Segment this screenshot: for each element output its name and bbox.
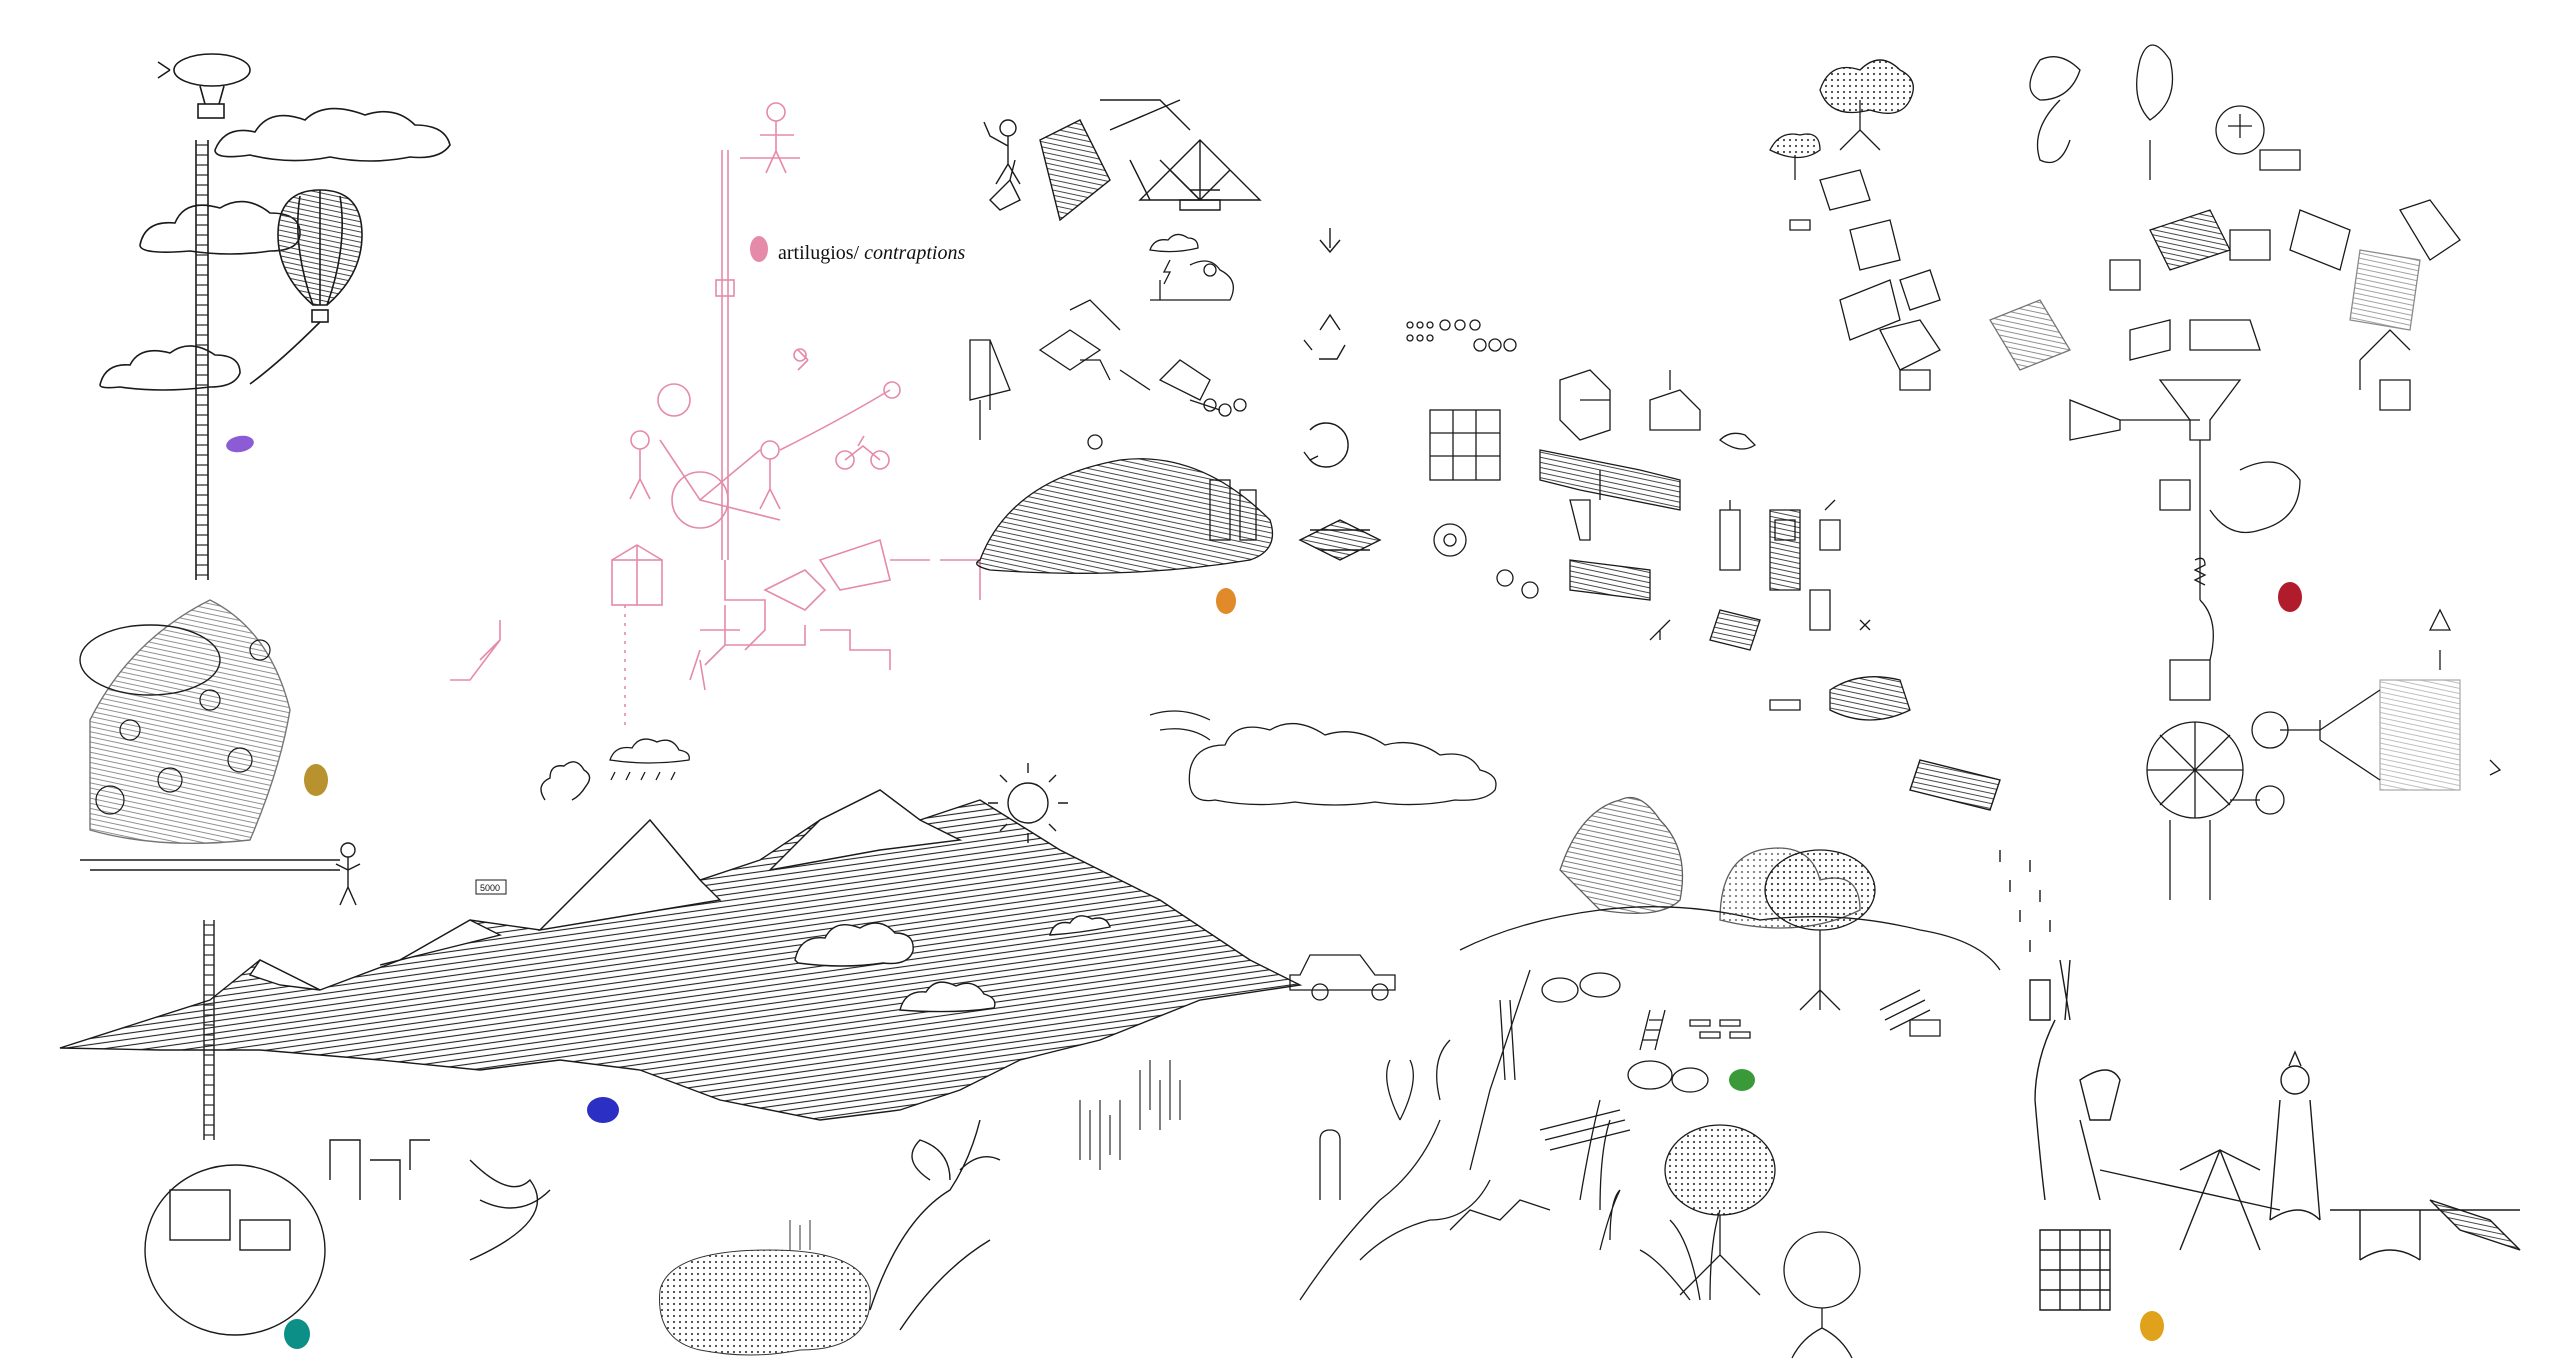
wind-lines	[1149, 710, 1211, 741]
fingerprint-icon	[2278, 582, 2302, 612]
mountain-landscape	[59, 761, 1303, 1121]
recycle-icon	[1303, 313, 1346, 360]
material-sorting	[1406, 319, 1911, 721]
idea-tree	[1769, 44, 2502, 900]
legend-main: artilugios/	[778, 242, 860, 264]
hot-air-balloon-icon	[249, 189, 363, 385]
altitude-tag: 5000	[475, 879, 507, 895]
cloud-middle	[139, 200, 301, 255]
cliff-plants	[869, 1119, 1001, 1331]
fingerprint-icon	[226, 435, 254, 453]
dotted-island	[659, 1220, 871, 1356]
forest-hillside	[1459, 796, 2001, 1171]
fingerprint-icon	[750, 236, 768, 262]
crowd-scene	[79, 599, 361, 906]
car-sketch	[1289, 954, 1396, 1001]
altitude-label: 5000	[480, 883, 500, 893]
bolt-rows	[1406, 319, 1517, 352]
cable-spool	[1433, 523, 1467, 557]
plant-cluster	[1299, 1039, 1861, 1359]
down-arrow-icon	[1319, 228, 1341, 254]
demolition-sketches	[983, 99, 1262, 222]
window-grid	[1429, 409, 1501, 481]
tall-ladder	[195, 140, 209, 580]
legend-italic: contraptions	[864, 242, 966, 264]
pink-contraption	[611, 102, 981, 730]
debris-pile	[976, 434, 1274, 574]
fingerprint-icon	[1216, 588, 1236, 614]
fingerprint-marks	[226, 236, 2302, 1349]
hanging-roots	[1079, 1060, 1181, 1170]
cloud-top	[214, 107, 451, 162]
airship-icon	[157, 53, 251, 119]
cycle-arrows-icon	[1303, 422, 1349, 468]
fingerprint-icon	[1729, 1069, 1755, 1091]
salvaged-parts	[969, 299, 1247, 440]
man-rain-cloud	[1149, 233, 1234, 301]
pink-bracket	[450, 620, 501, 681]
long-cloud	[1188, 723, 1497, 806]
cloud-lower	[99, 345, 241, 391]
process-column	[1298, 228, 1382, 561]
sky-ladder-group	[99, 53, 451, 580]
sun-icon	[988, 763, 1068, 843]
fingerprint-icon	[2140, 1311, 2164, 1341]
fingerprint-icon	[587, 1097, 619, 1123]
fingerprint-icon	[284, 1319, 310, 1349]
contraptions-legend: artilugios/ contraptions	[778, 242, 965, 265]
fingerprint-icon	[304, 764, 328, 796]
rain-cloud-small	[609, 738, 690, 781]
tool-figures	[1909, 759, 2521, 1311]
